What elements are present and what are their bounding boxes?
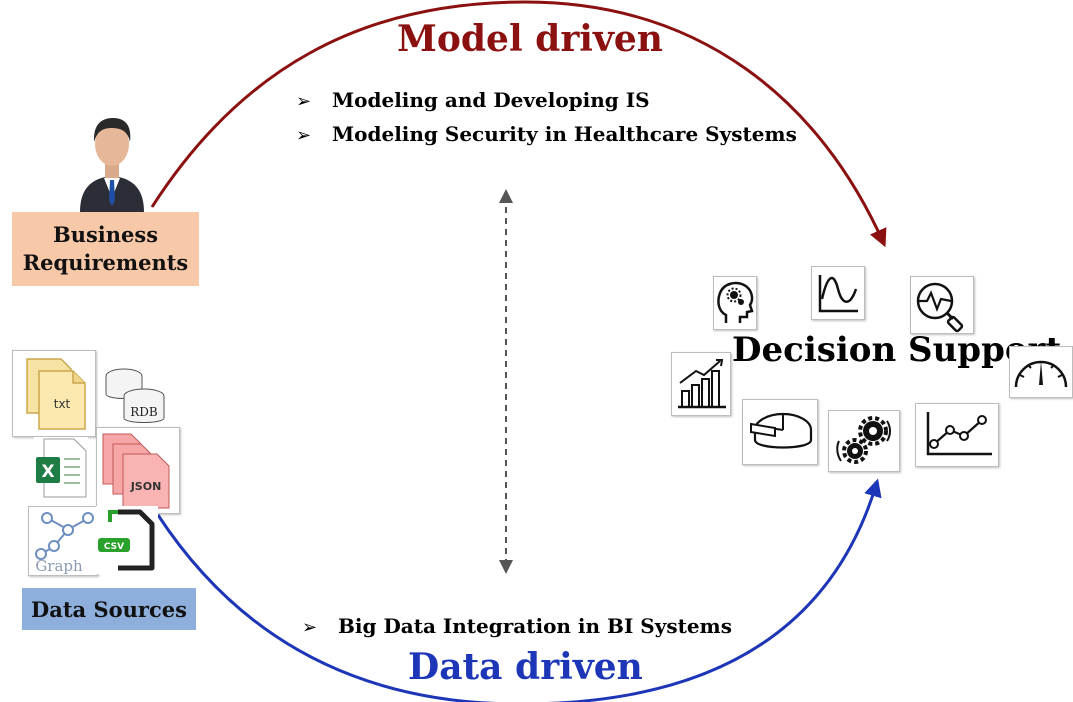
list-item: ➢ Modeling Security in Healthcare System…	[296, 122, 797, 146]
rdb-label: RDB	[130, 405, 158, 419]
data-bullets: ➢ Big Data Integration in BI Systems	[302, 614, 732, 648]
database-icon: RDB	[100, 364, 170, 428]
data-sources-box: Data Sources	[22, 588, 196, 630]
list-item: ➢ Big Data Integration in BI Systems	[302, 614, 732, 638]
txt-label: txt	[54, 397, 71, 411]
model-bullets: ➢ Modeling and Developing IS ➢ Modeling …	[296, 88, 797, 156]
bullet-arrow-icon: ➢	[296, 125, 312, 146]
data-driven-arc	[156, 478, 882, 702]
business-requirements-box: Business Requirements	[12, 212, 199, 286]
data-driven-title: Data driven	[408, 646, 643, 688]
list-item: ➢ Modeling and Developing IS	[296, 88, 650, 112]
bullet-arrow-icon: ➢	[296, 91, 312, 112]
decision-support-title: Decision Support	[732, 330, 1062, 370]
brain-gears-icon	[713, 276, 757, 330]
csv-file-icon: CSV	[96, 506, 158, 574]
model-driven-arc	[150, 0, 887, 248]
csv-label: CSV	[104, 542, 124, 552]
json-label: JSON	[130, 480, 162, 493]
gears-icon	[828, 410, 900, 472]
person-icon	[80, 118, 144, 212]
graph-label: Graph	[35, 557, 83, 575]
wave-chart-icon	[811, 266, 865, 320]
graph-icon: Graph	[28, 506, 98, 576]
json-file-icon: JSON	[96, 427, 180, 514]
model-driven-title: Model driven	[397, 18, 663, 60]
line-chart-icon	[915, 403, 999, 467]
magnifier-pulse-icon	[910, 276, 974, 334]
svg-text:X: X	[41, 462, 54, 482]
pie-chart-icon	[742, 399, 818, 465]
bar-chart-icon	[671, 352, 731, 416]
bullet-arrow-icon: ➢	[302, 617, 318, 638]
speedometer-icon	[1009, 346, 1073, 398]
excel-file-icon: X	[34, 437, 88, 499]
txt-file-icon: txt	[12, 350, 96, 437]
